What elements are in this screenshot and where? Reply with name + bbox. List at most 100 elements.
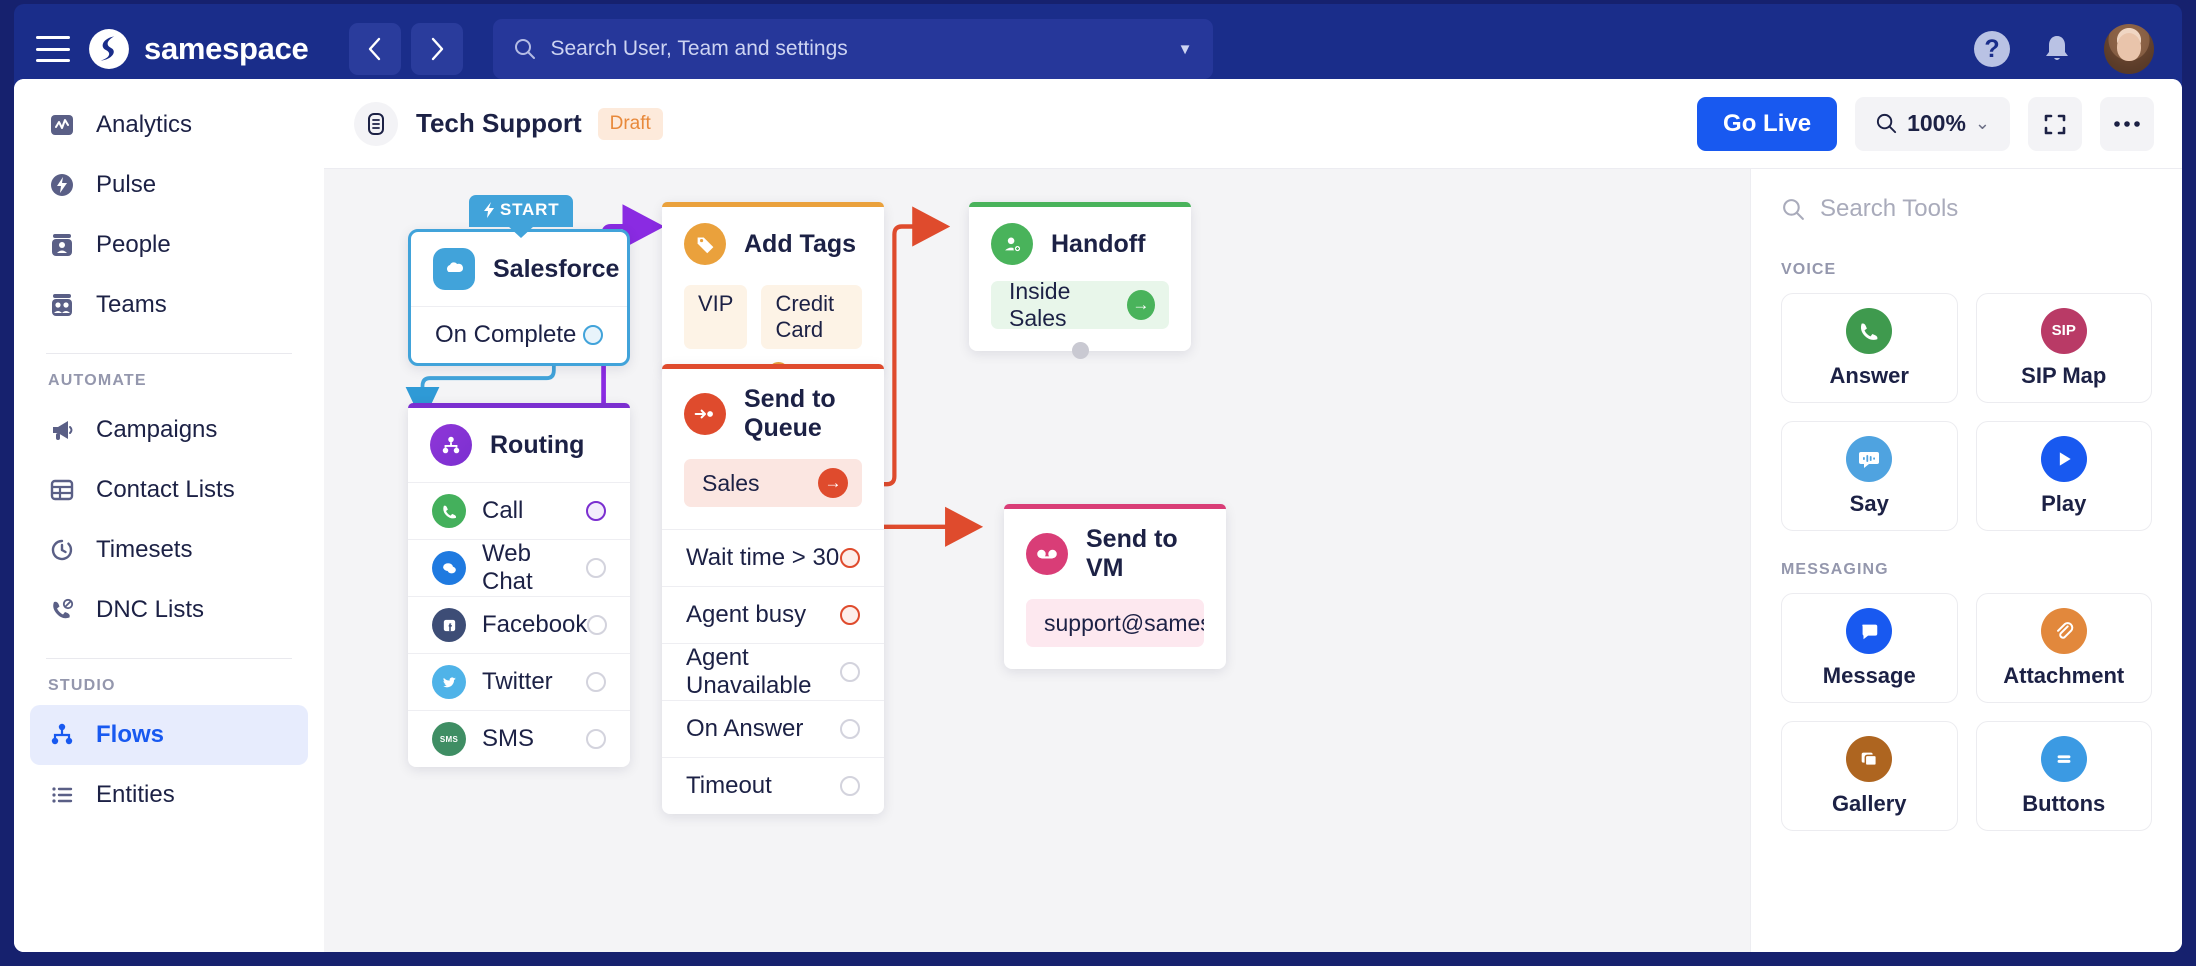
handoff-field[interactable]: Inside Sales → — [991, 278, 1169, 331]
node-output-row-on-answer[interactable]: On Answer — [662, 700, 884, 757]
zoom-level-label: 100% — [1907, 110, 1966, 136]
bottom-connector-handle[interactable] — [1072, 342, 1089, 359]
node-title: Salesforce — [493, 254, 620, 283]
chevron-right-icon — [431, 37, 443, 61]
sidebar: Analytics Pulse People Teams — [14, 79, 324, 952]
avatar[interactable] — [2104, 24, 2154, 74]
node-output-row[interactable]: On Complete — [411, 306, 627, 363]
sidebar-item-flows[interactable]: Flows — [30, 705, 308, 765]
tools-panel: Search Tools VOICE Answer SIP SIP Map — [1750, 169, 2182, 952]
megaphone-icon — [48, 416, 76, 444]
flow-node-salesforce[interactable]: START Salesforce On Complete — [408, 195, 630, 366]
sidebar-item-people[interactable]: People — [30, 215, 308, 275]
global-search-input[interactable]: Search User, Team and settings ▼ — [492, 19, 1213, 79]
tool-card-attachment[interactable]: Attachment — [1975, 593, 2152, 703]
flow-node-handoff[interactable]: Handoff Inside Sales → — [969, 202, 1191, 359]
sidebar-item-label: Pulse — [96, 171, 157, 198]
phone-icon — [1846, 307, 1893, 354]
sidebar-item-label: Entities — [96, 781, 175, 808]
start-badge-label: START — [500, 200, 560, 219]
fullscreen-button[interactable] — [2028, 96, 2082, 151]
flow-node-send-to-vm[interactable]: Send to VM support@samespace.c — [1004, 504, 1226, 669]
node-output-row-facebook[interactable]: Facebook — [408, 596, 630, 653]
node-header: Add Tags — [662, 207, 884, 281]
sidebar-item-contact-lists[interactable]: Contact Lists — [30, 460, 308, 520]
sidebar-divider — [46, 658, 292, 659]
output-port[interactable] — [587, 615, 608, 635]
forward-button[interactable] — [410, 23, 463, 75]
node-output-row-wait-time[interactable]: Wait time > 30 — [662, 529, 884, 586]
tool-card-sip-map[interactable]: SIP SIP Map — [1975, 293, 2152, 403]
sidebar-item-campaigns[interactable]: Campaigns — [30, 400, 308, 460]
back-button[interactable] — [348, 23, 401, 75]
flow-node-send-to-queue[interactable]: Send to Queue Sales → Wait time > 30 Age… — [662, 364, 884, 814]
brand-name: samespace — [144, 31, 309, 66]
more-options-button[interactable] — [2100, 96, 2154, 151]
tool-card-message[interactable]: Message — [1781, 593, 1958, 703]
flow-node-add-tags[interactable]: Add Tags VIP Credit Card — [662, 202, 884, 383]
tool-card-answer[interactable]: Answer — [1781, 293, 1958, 403]
document-icon[interactable] — [354, 101, 398, 146]
tools-group-header-messaging: MESSAGING — [1781, 561, 1889, 578]
node-output-label: Agent Unavailable — [686, 644, 812, 699]
node-output-label: Twitter — [482, 668, 553, 695]
node-output-label: SMS — [482, 725, 535, 752]
analytics-icon — [48, 111, 76, 139]
help-icon[interactable]: ? — [1974, 31, 2010, 67]
tag-pill[interactable]: VIP — [684, 285, 748, 349]
arrow-right-icon[interactable]: → — [818, 468, 848, 498]
flow-canvas[interactable]: START Salesforce On Complete — [324, 169, 1750, 952]
node-output-row-agent-busy[interactable]: Agent busy — [662, 586, 884, 643]
flow-node-routing[interactable]: Routing Call — [408, 403, 630, 767]
search-caret-icon[interactable]: ▼ — [1177, 40, 1193, 58]
tool-label: SIP Map — [2021, 362, 2107, 388]
tool-card-say[interactable]: Say — [1781, 421, 1958, 531]
bell-icon[interactable] — [2042, 33, 2072, 65]
sidebar-item-analytics[interactable]: Analytics — [30, 95, 308, 155]
output-port[interactable] — [586, 672, 606, 692]
node-output-row-agent-unavailable[interactable]: Agent Unavailable — [662, 643, 884, 700]
workspace: Analytics Pulse People Teams — [14, 79, 2182, 952]
arrow-right-icon[interactable]: → — [1126, 290, 1155, 320]
node-output-row-web-chat[interactable]: Web Chat — [408, 539, 630, 596]
sidebar-item-label: Analytics — [96, 111, 193, 138]
tag-icon — [684, 223, 726, 265]
tool-card-gallery[interactable]: Gallery — [1781, 721, 1958, 831]
go-live-button[interactable]: Go Live — [1697, 96, 1838, 151]
tools-grid-voice: Answer SIP SIP Map Say — [1781, 293, 2152, 531]
tools-search-input[interactable]: Search Tools — [1781, 195, 2152, 231]
output-port[interactable] — [840, 548, 860, 568]
node-accent-bar — [969, 202, 1191, 207]
vm-email-field[interactable]: support@samespace.c — [1026, 599, 1204, 647]
node-output-row-call[interactable]: Call — [408, 482, 630, 539]
output-port[interactable] — [840, 662, 860, 682]
node-header: Salesforce — [411, 232, 627, 306]
sidebar-item-label: DNC Lists — [96, 596, 205, 623]
sidebar-item-pulse[interactable]: Pulse — [30, 155, 308, 215]
output-port[interactable] — [583, 325, 603, 345]
sidebar-item-dnc-lists[interactable]: DNC Lists — [30, 580, 308, 640]
node-header: Send to VM — [1004, 509, 1226, 599]
gallery-icon — [1846, 735, 1893, 782]
output-port[interactable] — [586, 558, 606, 578]
sidebar-item-teams[interactable]: Teams — [30, 275, 308, 335]
sidebar-item-entities[interactable]: Entities — [30, 765, 308, 825]
node-output-row-twitter[interactable]: Twitter — [408, 653, 630, 710]
status-badge: Draft — [597, 107, 663, 140]
output-port[interactable] — [840, 605, 860, 625]
output-port[interactable] — [840, 776, 860, 796]
sidebar-item-timesets[interactable]: Timesets — [30, 520, 308, 580]
zoom-control[interactable]: 100% ⌄ — [1855, 96, 2010, 151]
tool-card-play[interactable]: Play — [1975, 421, 2152, 531]
brand-logo[interactable]: samespace — [88, 28, 309, 70]
node-output-row-timeout[interactable]: Timeout — [662, 757, 884, 814]
tool-card-buttons[interactable]: Buttons — [1975, 721, 2152, 831]
queue-field[interactable]: Sales → — [684, 459, 862, 507]
node-output-label: Timeout — [686, 772, 772, 799]
output-port[interactable] — [586, 501, 606, 521]
node-output-row-sms[interactable]: SMS SMS — [408, 710, 630, 767]
tag-pill[interactable]: Credit Card — [761, 285, 862, 349]
output-port[interactable] — [840, 719, 860, 739]
output-port[interactable] — [586, 729, 606, 749]
hamburger-icon[interactable] — [36, 36, 70, 62]
